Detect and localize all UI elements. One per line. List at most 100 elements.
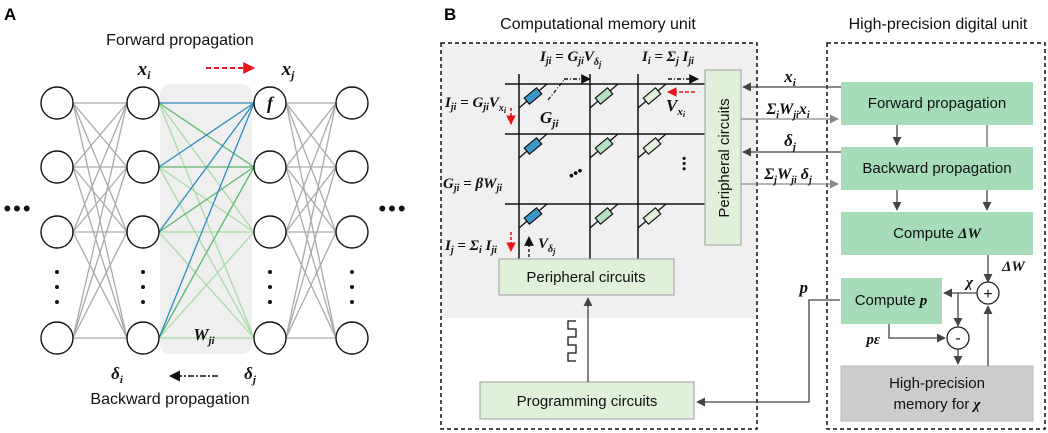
x-j-label: xj <box>281 59 296 82</box>
ellipsis-dot <box>141 300 145 304</box>
neuron-node <box>253 215 287 249</box>
gray-connection <box>72 231 128 339</box>
computational-memory-unit-title: Computational memory unit <box>500 16 696 33</box>
neuron-node <box>335 321 369 355</box>
gray-connection <box>285 102 337 339</box>
memory-box-line1: High-precision <box>889 375 985 392</box>
digital-unit-border <box>826 42 1046 430</box>
weight-connection-blue <box>158 102 255 168</box>
eq-forward-current: Iji = GjiVxi <box>444 95 507 115</box>
ellipsis-dot <box>268 285 272 289</box>
neuron-node <box>40 321 74 355</box>
neuron-node <box>40 215 74 249</box>
memristor <box>637 203 667 229</box>
gray-connection <box>72 166 128 233</box>
memristor <box>589 83 619 109</box>
eq-row-sum: Ij = Σi Iji <box>444 238 497 256</box>
gray-connection <box>72 102 128 339</box>
gray-connection <box>285 102 337 168</box>
ellipsis-dot <box>55 285 59 289</box>
adder-symbol: + <box>983 286 992 303</box>
ellipsis-dot <box>350 285 354 289</box>
neuron-node <box>253 150 287 184</box>
pe-arrow <box>888 324 946 343</box>
peripheral-circuits-right-label: Peripheral circuits <box>716 98 733 217</box>
ellipsis-dot <box>350 300 354 304</box>
peripheral-circuits-right <box>704 69 742 246</box>
memory-box-line2: memory for χ <box>894 396 982 413</box>
memristor <box>518 203 548 229</box>
eq-conductance: Gji = βWji <box>443 176 502 194</box>
memristor <box>518 83 548 109</box>
weight-connection-mid <box>158 166 255 339</box>
programming-circuits-box <box>479 381 695 420</box>
chi-label: χ <box>964 275 974 291</box>
gray-connection <box>285 102 337 233</box>
pe-label: pε <box>864 332 881 348</box>
delta-j-label: δj <box>244 364 257 386</box>
compute-dw-box-label: Compute ΔW <box>893 225 982 242</box>
forward-propagation-box-label: Forward propagation <box>868 95 1006 112</box>
backward-propagation-title: Backward propagation <box>90 391 249 408</box>
eq-column-sum: Ii = Σj Iji <box>641 49 694 67</box>
neuron-node <box>40 150 74 184</box>
weight-connection-light <box>158 231 255 339</box>
gray-connection <box>285 166 337 233</box>
pulse-train-icon <box>567 320 577 362</box>
backward-propagation-box <box>841 147 1033 190</box>
diagonal-ellipsis: ••• <box>565 162 586 183</box>
weight-connection-mid <box>158 166 255 233</box>
delta-i-label: δi <box>111 364 124 386</box>
ellipsis-dot <box>350 270 354 274</box>
neuron-node <box>253 86 287 120</box>
panel-a: A Forward propagation Backward propagati… <box>3 5 407 408</box>
crossbar-array: ••• ••• <box>505 74 705 259</box>
neuron-node <box>126 86 160 120</box>
ellipsis-dot <box>55 300 59 304</box>
weight-connection-blue <box>158 102 255 233</box>
left-ellipsis: ••• <box>3 196 32 221</box>
neuron-node <box>40 86 74 120</box>
ellipsis-dot <box>268 300 272 304</box>
neuron-node <box>335 150 369 184</box>
ellipsis-dot <box>55 270 59 274</box>
eq-read-current: Iji = GjiVδj <box>539 49 602 69</box>
neuron-node <box>335 215 369 249</box>
backward-propagation-box-label: Backward propagation <box>862 160 1011 177</box>
ellipsis-dot <box>141 285 145 289</box>
read-current-diag <box>547 79 565 101</box>
panel-b: B Computational memory unit High-precisi… <box>440 5 1046 430</box>
programming-circuits-label: Programming circuits <box>517 393 658 410</box>
right-ellipsis: ••• <box>378 196 407 221</box>
p-signal-label: p <box>798 278 809 297</box>
sum-x-signal-label: ΣiWjixi <box>765 101 809 121</box>
sum-d-signal-label: ΣjWji δj <box>763 166 812 186</box>
memristor <box>518 133 548 159</box>
memristor <box>589 133 619 159</box>
memristor <box>637 133 667 159</box>
ellipsis-dot <box>268 270 272 274</box>
p-signal-line <box>696 299 840 407</box>
high-precision-memory-box <box>840 365 1034 422</box>
network-edges <box>72 102 337 339</box>
panel-a-label: A <box>4 5 16 24</box>
forward-propagation-box <box>841 82 1033 125</box>
compute-p-box-label: Compute p <box>855 292 928 309</box>
weight-label: Wji <box>193 325 215 347</box>
compute-dw-box <box>841 212 1033 255</box>
ellipsis-dot <box>141 270 145 274</box>
neuron-node <box>335 86 369 120</box>
peripheral-circuits-bottom-label: Peripheral circuits <box>526 269 645 286</box>
compute-p-box <box>841 278 942 324</box>
neuron-node <box>126 321 160 355</box>
gray-connection <box>72 102 128 233</box>
memristor <box>589 203 619 229</box>
network-nodes: f <box>40 86 369 355</box>
gray-connection <box>285 166 337 339</box>
subtractor-symbol: - <box>955 330 960 347</box>
weight-connection-blue <box>158 102 255 339</box>
vertical-ellipsis: ••• <box>677 156 691 172</box>
memristor <box>637 83 667 109</box>
peripheral-circuits-bottom <box>498 258 675 296</box>
